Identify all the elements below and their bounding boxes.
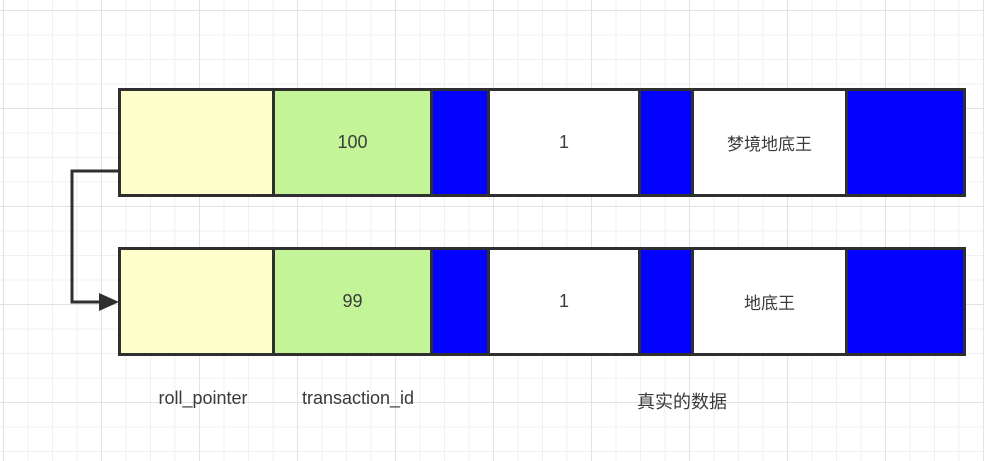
cell-separator bbox=[433, 91, 490, 194]
cell-separator bbox=[641, 250, 694, 353]
cell-transaction-id: 99 bbox=[275, 250, 433, 353]
cell-primary-key: 1 bbox=[490, 250, 641, 353]
label-transaction-id: transaction_id bbox=[301, 388, 415, 408]
cell-primary-key: 1 bbox=[490, 91, 641, 194]
cell-separator bbox=[848, 250, 963, 353]
cell-data-value: 梦境地底王 bbox=[694, 91, 848, 194]
cell-data-value: 地底王 bbox=[694, 250, 848, 353]
cell-separator bbox=[433, 250, 490, 353]
label-real-data: 真实的数据 bbox=[637, 392, 727, 412]
label-roll-pointer: roll_pointer bbox=[158, 388, 248, 408]
cell-roll-pointer bbox=[121, 91, 275, 194]
cell-separator bbox=[848, 91, 963, 194]
cell-roll-pointer bbox=[121, 250, 275, 353]
cell-separator bbox=[641, 91, 694, 194]
arrowhead-icon bbox=[99, 293, 119, 311]
record-row-current: 100 1 梦境地底王 bbox=[118, 88, 966, 197]
cell-transaction-id: 100 bbox=[275, 91, 433, 194]
record-row-undo: 99 1 地底王 bbox=[118, 247, 966, 356]
